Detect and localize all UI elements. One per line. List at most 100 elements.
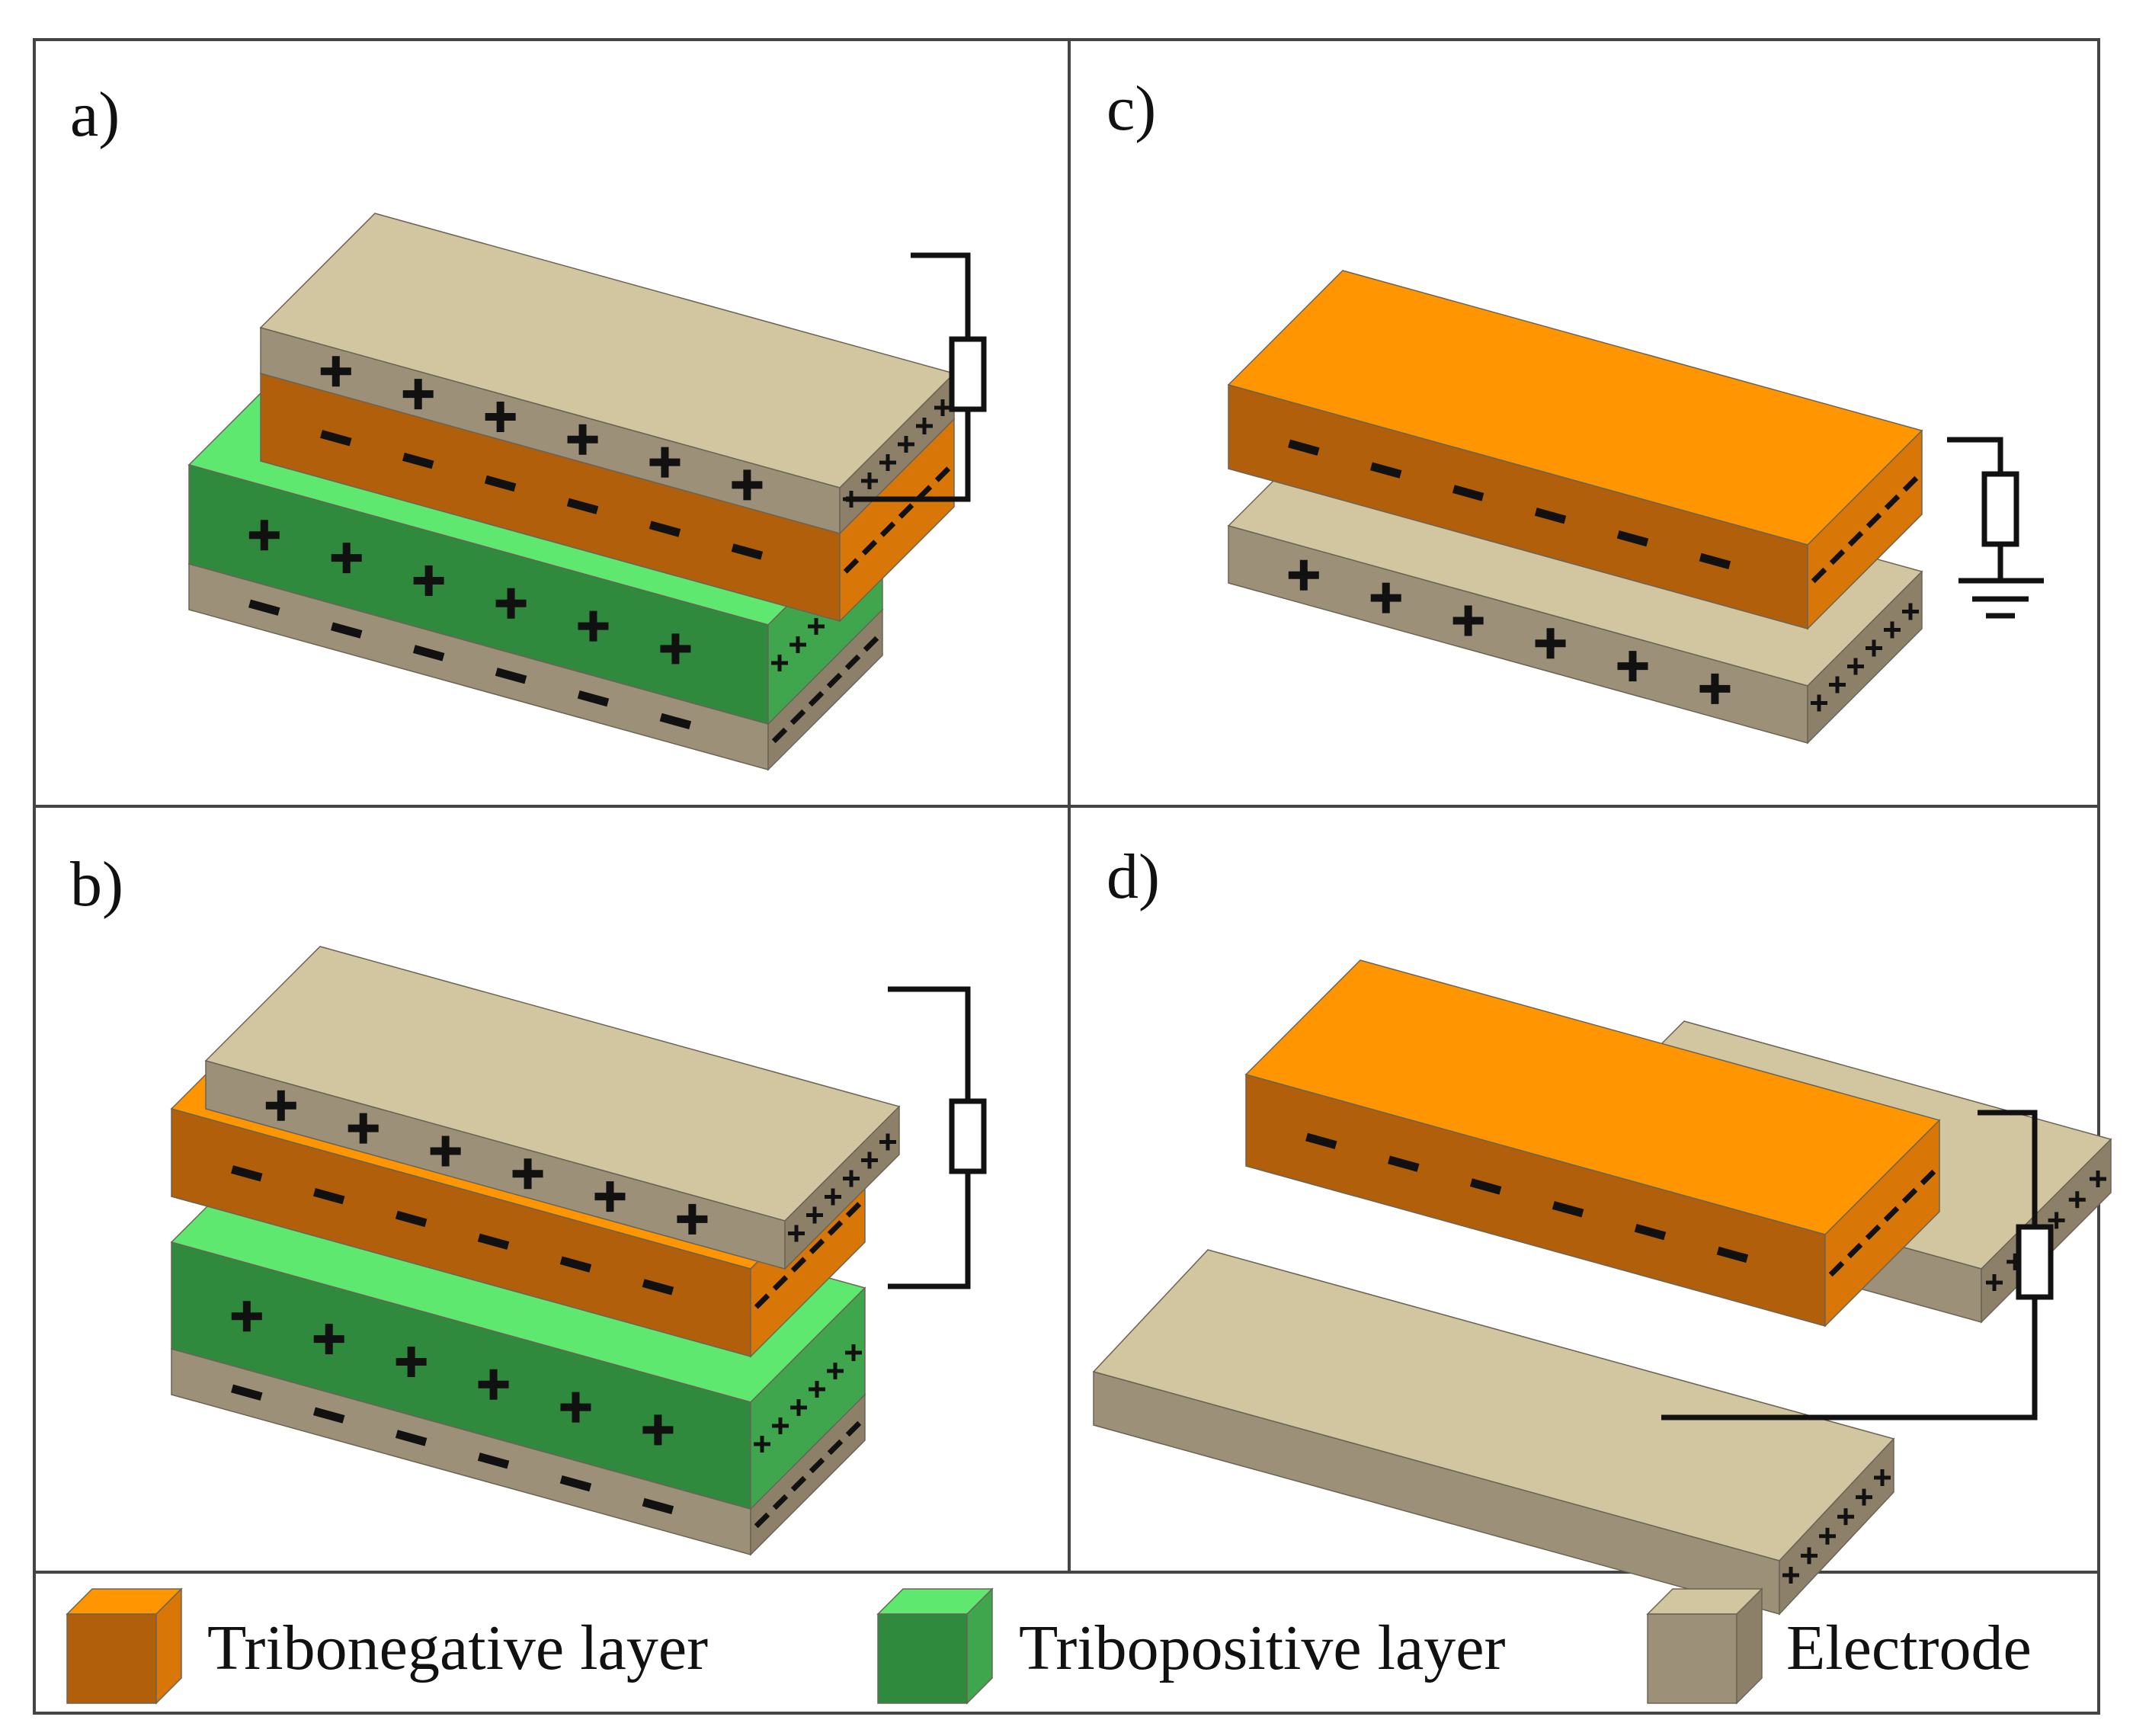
minus-sign-icon: [412, 645, 445, 661]
c-tribonegative-front-charge-minus-3: [1534, 508, 1567, 524]
a-top-electrode-front-charge-plus-0: [320, 356, 351, 387]
minus-sign-icon: [809, 1238, 825, 1254]
minus-sign-icon: [642, 1279, 674, 1296]
circuit-b: [888, 986, 987, 1289]
panel-label-a: a): [70, 79, 120, 150]
c-tribonegative-side-charge-minus-3: [1866, 512, 1882, 529]
minus-sign-icon: [395, 1430, 428, 1446]
minus-sign-icon: [320, 430, 352, 447]
b-tribopositive-front-charge-plus-2: [396, 1346, 427, 1377]
minus-sign-icon: [772, 1494, 789, 1510]
minus-sign-icon: [1902, 476, 1919, 492]
minus-sign-icon: [789, 709, 806, 725]
b-bottom-electrode-side-charge-minus-0: [754, 1512, 770, 1529]
a-top-electrode-side-charge-plus-4: [916, 418, 933, 434]
b-tribonegative-front-charge-minus-0: [231, 1165, 263, 1182]
d-tribonegative-front-charge-minus-2: [1469, 1178, 1502, 1195]
b-tribopositive-side-charge-plus-5: [845, 1344, 862, 1361]
b-tribonegative-front-charge-minus-2: [395, 1210, 428, 1228]
minus-sign-icon: [863, 636, 879, 652]
panel-label-b: b): [70, 849, 123, 920]
minus-sign-icon: [1288, 439, 1320, 456]
a-top-electrode-front-charge-plus-5: [732, 469, 763, 501]
minus-sign-icon: [1829, 549, 1846, 565]
d-front-electrode-side: [1779, 1437, 1894, 1616]
c-electrode-side-charge-plus-0: [1811, 694, 1827, 712]
a-bottom-electrode-front-charge-minus-4: [577, 690, 610, 707]
minus-sign-icon: [1634, 1223, 1667, 1241]
minus-sign-icon: [790, 1257, 807, 1273]
a-tribopositive-front-charge-plus-1: [331, 543, 362, 574]
minus-sign-icon: [484, 475, 517, 492]
b-top-electrode-side-charge-plus-5: [879, 1133, 896, 1151]
legend-cube-1-front: [877, 1613, 968, 1704]
a-top-electrode-front-charge-plus-4: [649, 447, 681, 478]
a-tribonegative-front-charge-minus-2: [484, 475, 517, 492]
b-top-electrode-front-charge-plus-3: [512, 1158, 543, 1190]
d-tribonegative-side-charge-minus-1: [1846, 1242, 1863, 1259]
c-tribonegative-front-charge-minus-0: [1288, 439, 1320, 456]
minus-sign-icon: [566, 498, 599, 514]
d-back-electrode-side-charge-plus-0: [1986, 1274, 2003, 1291]
c-electrode-front-charge-plus-3: [1535, 628, 1566, 659]
d-tribonegative-front-charge-minus-1: [1387, 1155, 1420, 1172]
b-bottom-electrode-front-charge-minus-5: [642, 1497, 674, 1515]
legend: Tribonegative layer Tribopositive layer …: [66, 1587, 2032, 1705]
a-bottom-electrode-front-charge-minus-1: [330, 622, 363, 639]
legend-cube-0-front: [66, 1613, 157, 1704]
a-top-electrode-side: [839, 372, 955, 535]
resistor-a-icon: [949, 336, 987, 412]
d-tribonegative-front-charge-minus-5: [1716, 1246, 1749, 1264]
a-tribonegative-side-charge-minus-0: [843, 558, 860, 574]
b-top-electrode-front-charge-plus-4: [594, 1181, 626, 1212]
minus-sign-icon: [772, 1275, 789, 1291]
b-bottom-electrode-side-charge-minus-1: [772, 1494, 789, 1510]
b-tribopositive-side-charge-plus-3: [809, 1381, 825, 1398]
c-tribonegative-side-charge-minus-5: [1902, 476, 1919, 492]
minus-sign-icon: [577, 690, 610, 707]
a-bottom-electrode-front-charge-minus-2: [412, 645, 445, 661]
a-bottom-electrode-front-charge-minus-0: [248, 599, 280, 616]
minus-sign-icon: [1828, 1260, 1845, 1277]
minus-sign-icon: [1534, 508, 1567, 524]
minus-sign-icon: [1847, 530, 1864, 547]
a-bottom-electrode-side-charge-minus-5: [863, 636, 879, 652]
b-top-electrode-front-charge-plus-1: [347, 1113, 379, 1144]
d-front-electrode: [1092, 1249, 1895, 1616]
a-tribonegative-side-charge-minus-2: [879, 521, 896, 537]
a-top-electrode-front-charge-plus-2: [485, 401, 516, 432]
b-tribonegative-front-charge-minus-5: [642, 1279, 674, 1296]
a-top-electrode-front-charge-plus-3: [567, 424, 598, 455]
c-electrode-front-charge-plus-4: [1617, 651, 1648, 682]
d-tribonegative-side: [1824, 1119, 1940, 1328]
c-tribonegative-side-charge-minus-2: [1847, 530, 1864, 547]
a-tribopositive-side-charge-plus-2: [808, 618, 825, 635]
minus-sign-icon: [1920, 1169, 1936, 1186]
c-tribonegative-side-charge-minus-0: [1811, 567, 1827, 584]
a-tribonegative-front-charge-minus-5: [731, 543, 764, 560]
a-top-electrode-side-charge-plus-5: [934, 399, 951, 416]
minus-sign-icon: [1469, 1178, 1502, 1195]
circuit-c: [1947, 437, 2044, 619]
b-top-electrode-front-charge-plus-2: [430, 1135, 461, 1167]
b-bottom-electrode-front-charge-minus-3: [477, 1453, 510, 1469]
a-tribonegative-front-charge-minus-1: [402, 452, 434, 469]
minus-sign-icon: [477, 1233, 510, 1250]
minus-sign-icon: [1305, 1132, 1337, 1149]
b-top-electrode-front-charge-plus-5: [677, 1203, 708, 1235]
minus-sign-icon: [861, 540, 878, 556]
legend-label-tribopositive: Tribopositive layer: [1019, 1613, 1506, 1683]
a-tribopositive-front-charge-plus-4: [578, 610, 609, 642]
minus-sign-icon: [642, 1497, 674, 1515]
b-tribopositive-side-charge-plus-2: [790, 1399, 807, 1416]
legend-cube-0-side: [155, 1587, 182, 1705]
d-tribonegative-side-charge-minus-2: [1865, 1224, 1882, 1241]
panel-label-d: d): [1107, 841, 1160, 912]
a-tribopositive-front-charge-plus-2: [413, 565, 444, 596]
b-tribopositive-side-charge-plus-4: [827, 1363, 844, 1379]
c-tribonegative: [1227, 270, 1923, 630]
panel-d-freestanding: [1092, 959, 2112, 1616]
minus-sign-icon: [248, 599, 280, 616]
minus-sign-icon: [771, 727, 788, 744]
minus-sign-icon: [934, 466, 951, 482]
